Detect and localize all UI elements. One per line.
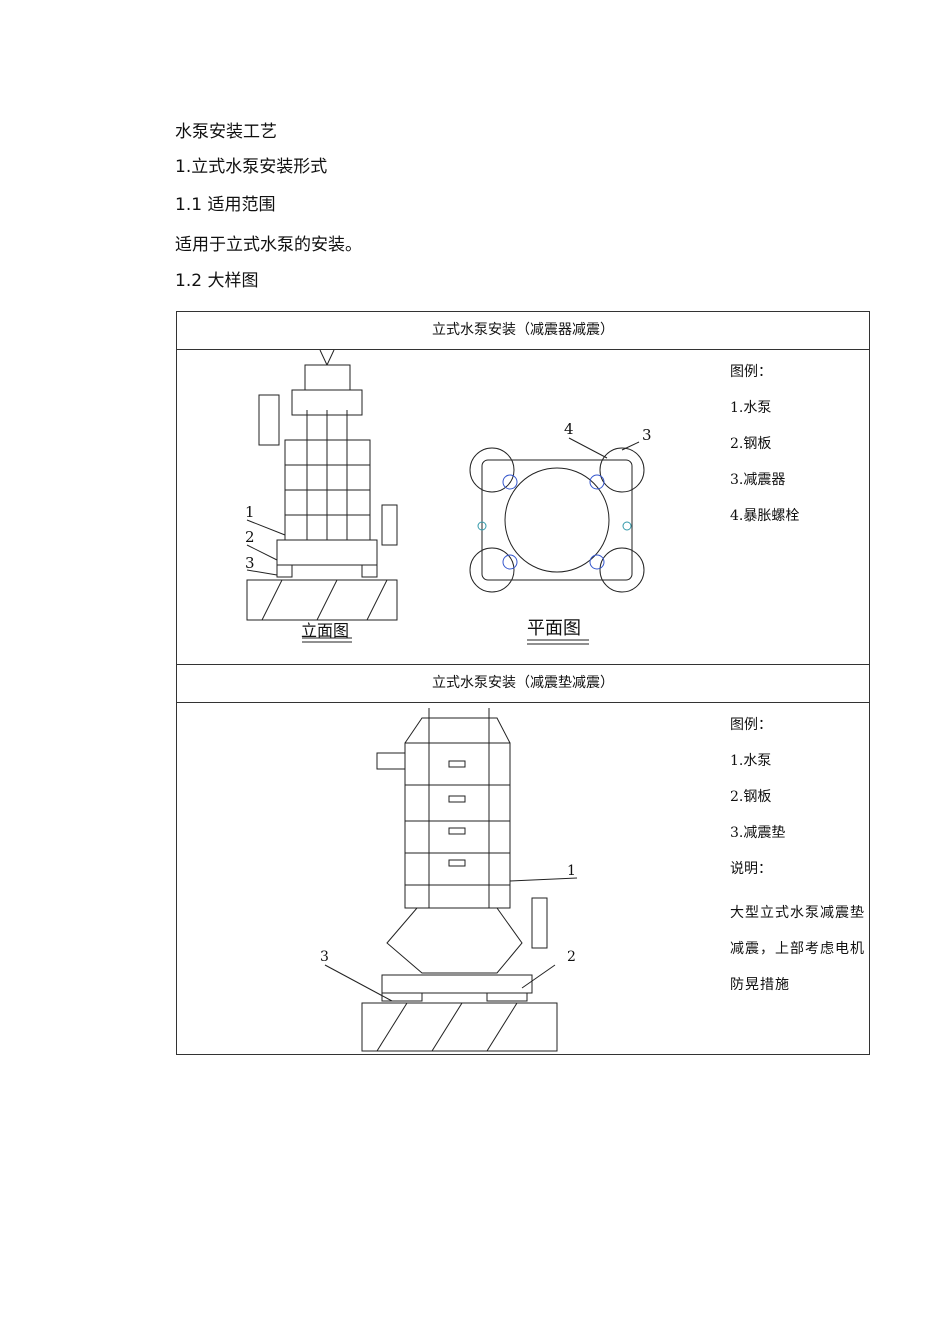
callout-4: 4 [564,420,574,438]
callout-3: 3 [320,949,329,965]
plan-base [481,459,633,581]
row1-title: 立式水泵安装（减震器减震） [177,312,869,350]
row1-drawing-cell: 1 2 3 4 3 立面图 平面图 图例： 1.水泵 2.钢板 3.减震器 4.… [177,350,869,663]
legend-item: 2.钢板 [730,436,772,452]
legend-item: 4.暴胀螺栓 [730,508,800,524]
callout-3: 3 [245,554,255,572]
callout-1: 1 [567,863,576,879]
row2-drawing: 1 3 2 [320,708,578,1052]
legend-title: 图例： [730,717,772,733]
section-heading-1-1: 1.1 适用范围 [175,195,276,215]
legend-item: 1.水泵 [730,400,772,416]
concrete-base-1 [246,579,398,621]
steel-plate [381,974,533,994]
doc-title: 水泵安装工艺 [175,122,277,142]
row1-legend: 图例： 1.水泵 2.钢板 3.减震器 4.暴胀螺栓 [730,362,799,542]
scope-paragraph: 适用于立式水泵的安装。 [175,235,362,255]
legend-item: 1.水泵 [730,753,772,769]
pump-column [404,742,511,909]
elevation-label: 立面图 [301,621,349,640]
section-heading-1-2: 1.2 大样图 [175,271,259,291]
legend-item: 2.钢板 [730,789,772,805]
section-heading-1: 1.立式水泵安装形式 [175,157,328,177]
callout-2: 2 [245,528,255,546]
row2-drawing-cell: 1 3 2 图例： 1.水泵 2.钢板 3.减震垫 说明： 大型立式水泵减震垫减… [177,703,869,1054]
row2-legend: 图例： 1.水泵 2.钢板 3.减震垫 说明： 大型立式水泵减震垫减震，上部考虑… [730,715,870,1003]
concrete-base-2 [361,1002,558,1052]
legend-item: 3.减震器 [730,472,786,488]
pump-base-plate [276,539,378,566]
callout-1: 1 [245,503,255,521]
row1-drawing: 1 2 3 4 3 立面图 平面图 [245,350,652,645]
row2-title: 立式水泵安装（减震垫减震） [177,664,869,703]
detail-table: 立式水泵安装（减震器减震） [176,311,870,1055]
legend-title: 图例： [730,364,772,380]
callout-3b: 3 [642,426,652,444]
note-text: 大型立式水泵减震垫减震，上部考虑电机防晃措施 [730,905,865,993]
plan-label: 平面图 [527,618,581,639]
plan-pump-circle [504,467,610,573]
pump-lower-body [386,907,523,974]
note-title: 说明： [730,861,772,877]
callout-2: 2 [567,949,576,965]
legend-item: 3.减震垫 [730,825,786,841]
